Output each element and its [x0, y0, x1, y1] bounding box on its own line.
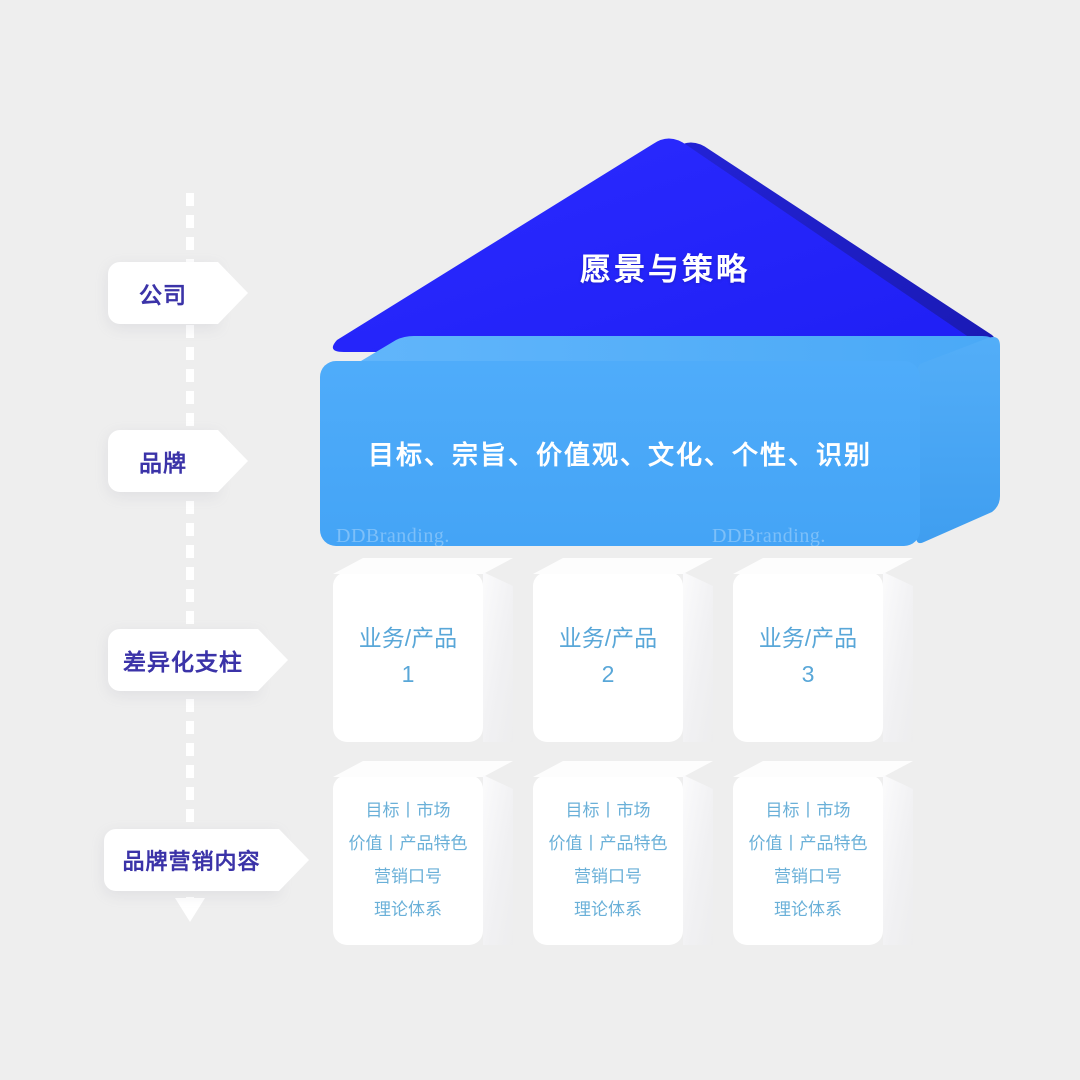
card-top-face: [333, 761, 513, 777]
roof-vision-strategy[interactable]: 愿景与策略: [320, 130, 1000, 360]
pillar-card-2-title: 业务/产品: [558, 625, 658, 652]
chevron-right-icon: [279, 829, 309, 891]
stage-label-company-text: 公司: [139, 282, 187, 308]
content-card-1[interactable]: 目标丨市场 价值丨产品特色 营销口号 理论体系: [333, 761, 513, 945]
flow-dotted-line: [186, 193, 194, 898]
card-top-face: [733, 558, 913, 574]
stage-label-content[interactable]: 品牌营销内容: [104, 829, 309, 891]
pillar-card-3-number: 3: [801, 661, 815, 687]
card-top-face: [733, 761, 913, 777]
content-card-3-line-4: 理论体系: [774, 900, 842, 920]
pillar-card-1-number: 1: [401, 661, 415, 687]
card-side-face: [483, 572, 513, 742]
pillar-card-1-title: 业务/产品: [358, 625, 458, 652]
content-card-1-line-2: 价值丨产品特色: [348, 833, 468, 853]
card-side-face: [883, 572, 913, 742]
card-top-face: [533, 558, 713, 574]
pillar-card-3[interactable]: 业务/产品 3: [733, 558, 913, 742]
card-top-face: [533, 761, 713, 777]
chevron-right-icon: [218, 430, 248, 492]
content-card-1-line-1: 目标丨市场: [365, 800, 451, 820]
content-card-2-line-3: 营销口号: [574, 867, 642, 886]
card-side-face: [883, 775, 913, 945]
brand-band[interactable]: 目标、宗旨、价值观、文化、个性、识别: [320, 336, 1000, 551]
pillar-card-2[interactable]: 业务/产品 2: [533, 558, 713, 742]
content-card-3-line-2: 价值丨产品特色: [748, 833, 868, 853]
content-card-1-line-3: 营销口号: [374, 867, 442, 886]
content-card-1-line-4: 理论体系: [374, 900, 442, 920]
stage-label-pillar[interactable]: 差异化支柱: [108, 629, 288, 691]
band-front-face: [320, 361, 920, 546]
stage-label-brand-text: 品牌: [139, 450, 187, 476]
content-card-3-line-3: 营销口号: [774, 867, 842, 886]
content-card-3-line-1: 目标丨市场: [765, 800, 851, 820]
stage-label-pillar-text: 差异化支柱: [123, 649, 243, 675]
content-card-2-line-4: 理论体系: [574, 900, 642, 920]
chevron-right-icon: [218, 262, 248, 324]
card-side-face: [683, 572, 713, 742]
pillar-card-1[interactable]: 业务/产品 1: [333, 558, 513, 742]
stage-label-content-text: 品牌营销内容: [122, 849, 261, 874]
card-side-face: [483, 775, 513, 945]
stage-label-brand[interactable]: 品牌: [108, 430, 248, 492]
content-card-3[interactable]: 目标丨市场 价值丨产品特色 营销口号 理论体系: [733, 761, 913, 945]
roof-shape-icon: [332, 138, 998, 352]
stage-label-company[interactable]: 公司: [108, 262, 248, 324]
card-side-face: [683, 775, 713, 945]
pillar-card-2-number: 2: [601, 661, 615, 687]
arrow-down-icon: [175, 898, 205, 922]
card-top-face: [333, 558, 513, 574]
content-card-2[interactable]: 目标丨市场 价值丨产品特色 营销口号 理论体系: [533, 761, 713, 945]
chevron-right-icon: [258, 629, 288, 691]
content-card-2-line-2: 价值丨产品特色: [548, 833, 668, 853]
content-card-2-line-1: 目标丨市场: [565, 800, 651, 820]
pillar-card-3-title: 业务/产品: [758, 625, 858, 652]
